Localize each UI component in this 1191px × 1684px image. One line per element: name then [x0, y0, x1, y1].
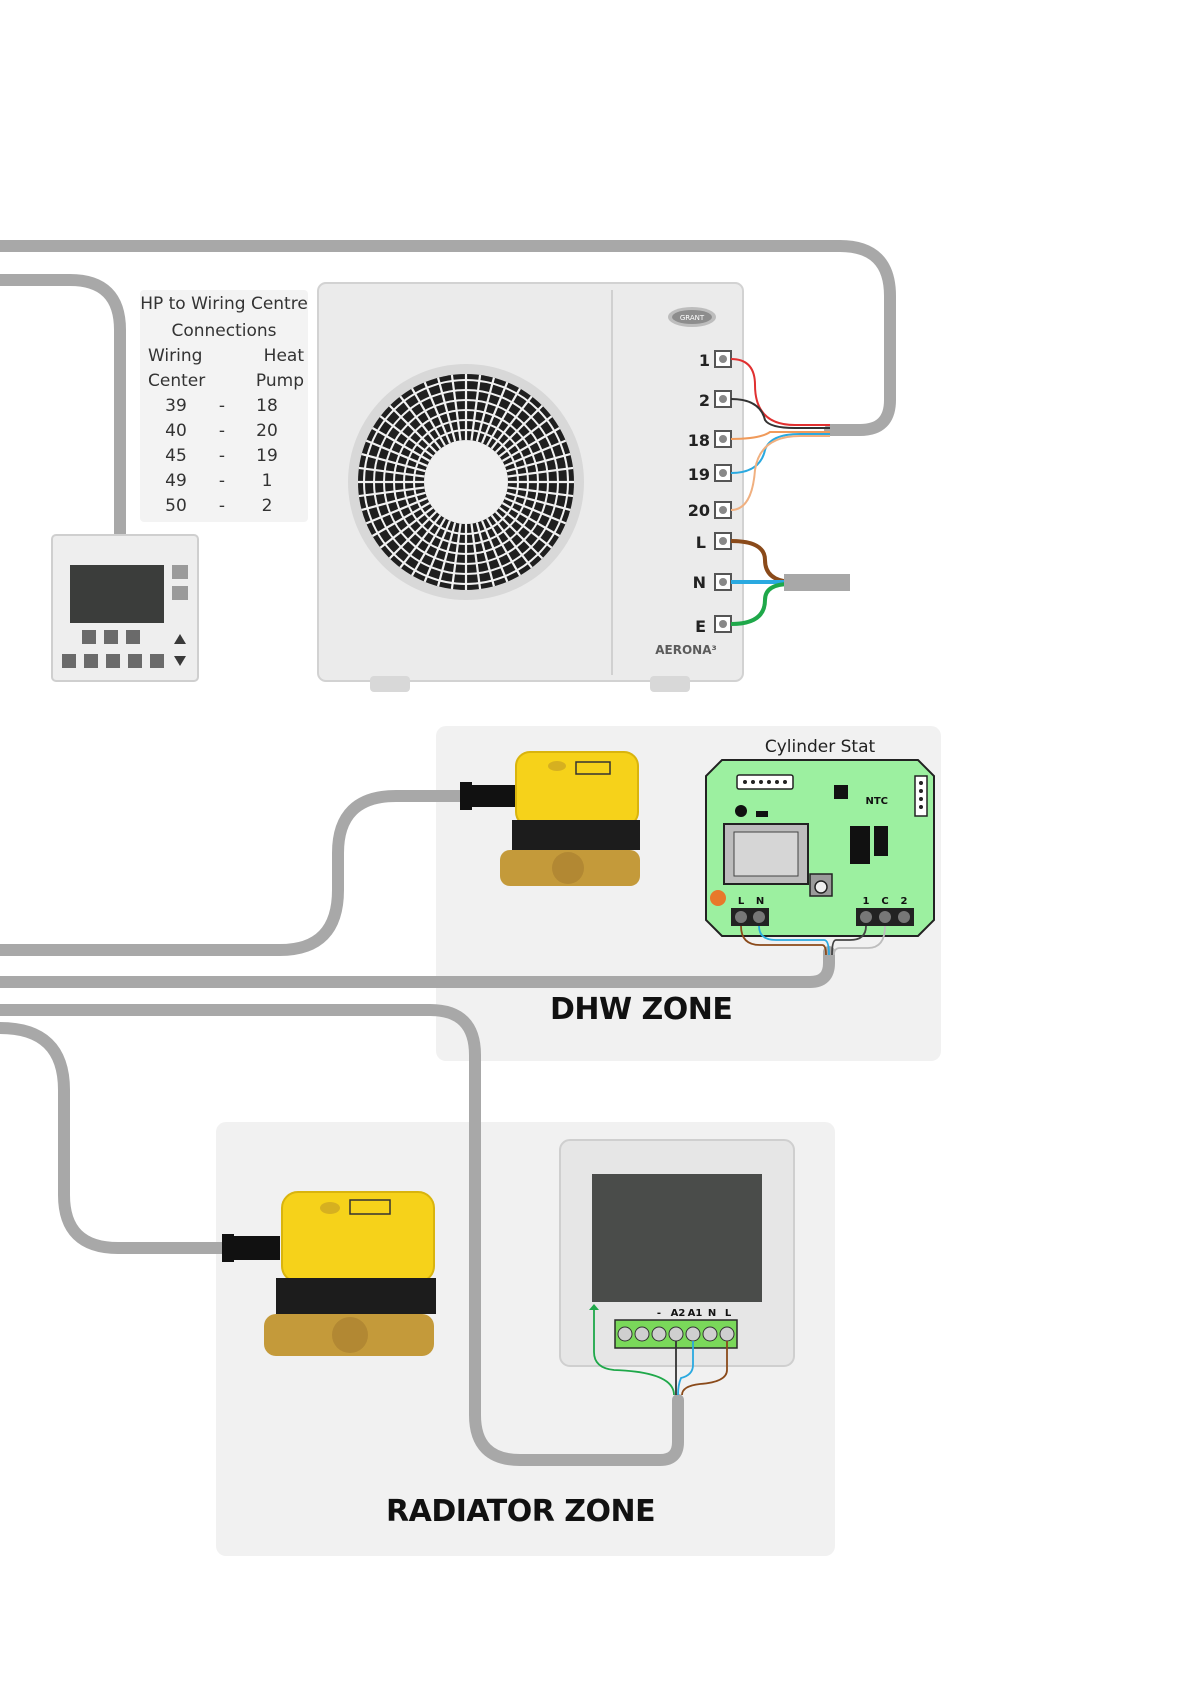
- svg-text:18: 18: [688, 431, 710, 450]
- rt-term-a2: A2: [671, 1308, 686, 1319]
- rt-term-minus: -: [657, 1308, 661, 1319]
- svg-text:1: 1: [699, 351, 710, 370]
- stat-term-n: N: [756, 896, 764, 907]
- room-thermostat: - A2 A1 N L: [560, 1140, 794, 1366]
- svg-text:E: E: [695, 617, 706, 636]
- hp-terminal-20: 20: [688, 501, 731, 520]
- aerona-logo: AERONA³: [655, 643, 717, 657]
- mains-cable-stub: [784, 574, 850, 591]
- wc-cell: 49: [140, 469, 212, 494]
- rt-term-l: L: [725, 1308, 732, 1319]
- col1-header-line1: Wiring: [148, 344, 202, 369]
- wc-cell: 40: [140, 419, 212, 444]
- sep-cell: -: [212, 494, 232, 519]
- wc-cell: 50: [140, 494, 212, 519]
- stat-term-c: C: [881, 896, 888, 907]
- wiring-table-title-1: HP to Wiring Centre: [140, 292, 308, 317]
- svg-text:20: 20: [688, 501, 710, 520]
- grant-badge-text: GRANT: [680, 314, 705, 322]
- heat-pump-controller: [52, 535, 198, 681]
- hp-terminal-19: 19: [688, 465, 731, 484]
- dhw-zone-label: DHW ZONE: [550, 992, 732, 1027]
- col2-header-line1: Heat: [264, 344, 304, 369]
- hp-terminal-2: 2: [699, 391, 731, 410]
- hp-cell: 18: [232, 394, 302, 419]
- radiator-zone-label: RADIATOR ZONE: [386, 1494, 655, 1529]
- sep-cell: -: [212, 469, 232, 494]
- heat-pump-unit: GRANT AERONA³: [318, 283, 743, 692]
- ntc-label: NTC: [865, 796, 888, 807]
- cylinder-stat-title: Cylinder Stat: [765, 737, 876, 757]
- wc-cell: 45: [140, 444, 212, 469]
- svg-text:L: L: [696, 533, 706, 552]
- hp-terminal-1: 1: [699, 351, 731, 370]
- rt-term-n: N: [708, 1308, 716, 1319]
- svg-text:N: N: [693, 573, 706, 592]
- table-row: 50-2: [140, 494, 308, 519]
- dhw-valve-cable: [0, 796, 470, 950]
- stat-term-1: 1: [863, 896, 870, 907]
- svg-text:2: 2: [699, 391, 710, 410]
- hp-terminal-18: 18: [688, 431, 731, 450]
- table-row: 45-19: [140, 444, 308, 469]
- hp-cell: 2: [232, 494, 302, 519]
- radiator-valve-cable: [0, 1028, 230, 1248]
- sep-cell: -: [212, 419, 232, 444]
- rt-term-a1: A1: [688, 1308, 703, 1319]
- wiring-table: HP to Wiring Centre Connections Wiring H…: [140, 290, 308, 522]
- col2-header-line2: Pump: [256, 369, 304, 394]
- wc-cell: 39: [140, 394, 212, 419]
- table-row: 49-1: [140, 469, 308, 494]
- stat-term-2: 2: [901, 896, 908, 907]
- wiring-table-header-2: Center Pump: [140, 369, 308, 394]
- controller-cable: [0, 280, 120, 535]
- hp-cell: 20: [232, 419, 302, 444]
- cylinder-stat: Cylinder Stat NTC L N 1 C 2: [706, 737, 934, 936]
- wiring-table-title-2: Connections: [140, 319, 308, 344]
- table-row: 39-18: [140, 394, 308, 419]
- wiring-table-header-1: Wiring Heat: [140, 344, 308, 369]
- fan-grille: [348, 364, 584, 600]
- sep-cell: -: [212, 394, 232, 419]
- table-row: 40-20: [140, 419, 308, 444]
- col1-header-line2: Center: [148, 369, 205, 394]
- hp-cell: 1: [232, 469, 302, 494]
- hp-signal-wires: [731, 359, 830, 510]
- grant-badge: GRANT: [668, 307, 716, 327]
- svg-text:19: 19: [688, 465, 710, 484]
- stat-term-l: L: [738, 896, 745, 907]
- hp-cell: 19: [232, 444, 302, 469]
- sep-cell: -: [212, 444, 232, 469]
